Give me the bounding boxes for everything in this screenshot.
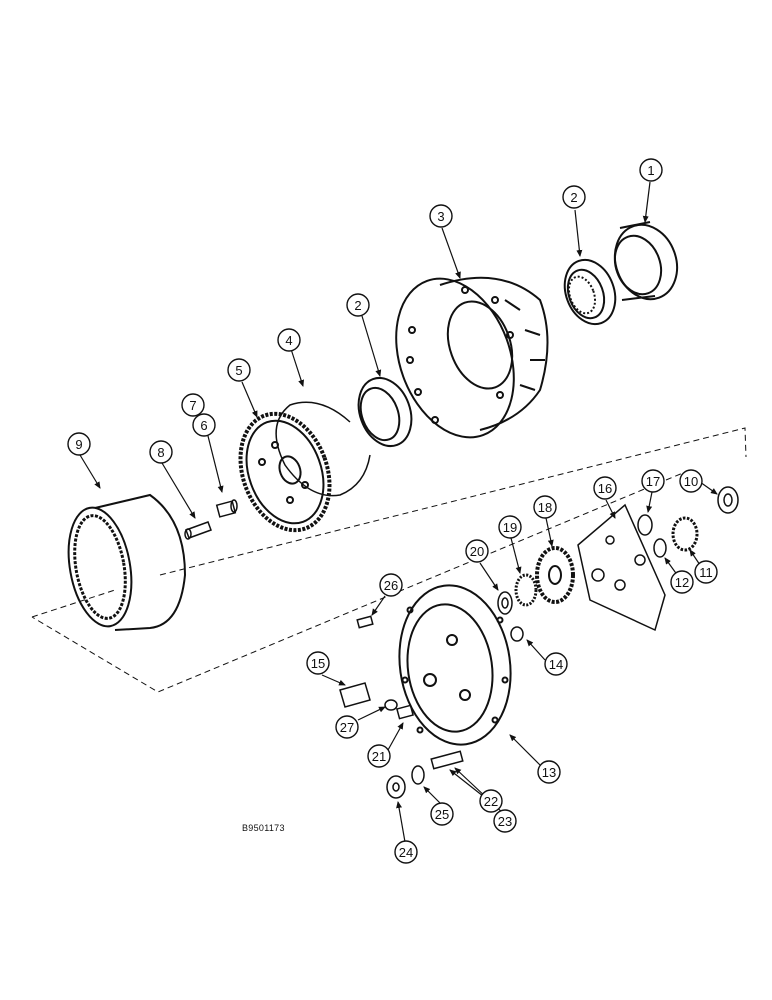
part-washer-17 — [637, 514, 653, 536]
svg-text:19: 19 — [503, 520, 517, 535]
svg-text:18: 18 — [538, 500, 552, 515]
svg-text:24: 24 — [399, 845, 413, 860]
part-bearing-2-upper — [563, 258, 617, 326]
part-carrier-gear-5 — [238, 411, 332, 533]
callout-13: 13 — [537, 760, 561, 784]
part-hub-housing-3 — [395, 276, 549, 439]
part-bearing-2-lower — [357, 377, 413, 447]
part-ring-gear-9 — [67, 493, 187, 631]
part-pin-26 — [356, 615, 374, 629]
part-snap-ring-4 — [275, 401, 371, 497]
callout-10: 10 — [679, 469, 703, 493]
svg-text:11: 11 — [699, 565, 713, 580]
svg-text:2: 2 — [570, 190, 577, 205]
callout-19: 19 — [498, 515, 522, 539]
part-dowel-15 — [339, 682, 371, 708]
callout-15: 15 — [306, 651, 330, 675]
svg-text:12: 12 — [675, 575, 689, 590]
part-cover-13 — [398, 584, 512, 746]
part-plate-16 — [577, 503, 666, 632]
callout-8: 8 — [149, 440, 173, 464]
svg-text:13: 13 — [542, 765, 556, 780]
part-pinion-11 — [671, 516, 699, 552]
callout-22: 22 — [479, 789, 503, 813]
callout-5: 5 — [227, 358, 251, 382]
part-washer-25 — [411, 765, 425, 785]
svg-text:5: 5 — [235, 363, 242, 378]
svg-text:4: 4 — [285, 333, 292, 348]
part-nut-24 — [386, 775, 406, 799]
svg-text:16: 16 — [598, 481, 612, 496]
svg-text:2: 2 — [354, 298, 361, 313]
callout-2-lower: 2 — [346, 293, 370, 317]
svg-text:21: 21 — [372, 749, 386, 764]
part-stud-22 — [430, 750, 464, 770]
assembly-outline-dashed — [31, 427, 747, 693]
leader-lines — [79, 181, 718, 843]
callout-7: 7 — [181, 393, 205, 417]
callout-1: 1 — [639, 158, 663, 182]
part-plug-27 — [384, 699, 398, 711]
callout-23: 23 — [493, 809, 517, 833]
part-seal-1 — [613, 221, 679, 301]
callout-6: 6 — [192, 413, 216, 437]
callout-11: 11 — [694, 560, 718, 584]
part-screw-21 — [396, 704, 414, 720]
callout-24: 24 — [394, 840, 418, 864]
callout-14: 14 — [544, 652, 568, 676]
callout-16: 16 — [593, 476, 617, 500]
svg-text:3: 3 — [437, 209, 444, 224]
svg-text:20: 20 — [470, 544, 484, 559]
callout-18: 18 — [533, 495, 557, 519]
svg-text:1: 1 — [647, 163, 654, 178]
callout-17: 17 — [641, 469, 665, 493]
svg-text:26: 26 — [384, 578, 398, 593]
callout-3: 3 — [429, 204, 453, 228]
part-nut-10 — [717, 486, 739, 514]
part-needle-bearing-19 — [514, 573, 538, 607]
callout-26: 26 — [379, 573, 403, 597]
svg-text:10: 10 — [684, 474, 698, 489]
part-bolt-14 — [510, 626, 524, 642]
callout-20: 20 — [465, 539, 489, 563]
drawing-id: B9501173 — [242, 823, 285, 833]
callout-4: 4 — [277, 328, 301, 352]
part-pin-6 — [215, 499, 238, 518]
svg-text:8: 8 — [157, 445, 164, 460]
callout-9: 9 — [67, 432, 91, 456]
svg-text:22: 22 — [484, 794, 498, 809]
callout-12: 12 — [670, 570, 694, 594]
svg-text:7: 7 — [189, 398, 196, 413]
svg-text:25: 25 — [435, 807, 449, 822]
part-gear-18 — [535, 546, 575, 604]
part-bolt-8 — [184, 521, 212, 540]
svg-text:9: 9 — [75, 437, 82, 452]
part-washer-12 — [653, 538, 667, 558]
callout-25: 25 — [430, 802, 454, 826]
callout-2-upper: 2 — [562, 185, 586, 209]
svg-text:27: 27 — [340, 720, 354, 735]
svg-text:6: 6 — [200, 418, 207, 433]
callout-21: 21 — [367, 744, 391, 768]
part-thrust-washer-20 — [497, 591, 513, 615]
svg-text:14: 14 — [549, 657, 563, 672]
svg-text:15: 15 — [311, 656, 325, 671]
svg-text:17: 17 — [646, 474, 660, 489]
svg-text:23: 23 — [498, 814, 512, 829]
callout-27: 27 — [335, 715, 359, 739]
